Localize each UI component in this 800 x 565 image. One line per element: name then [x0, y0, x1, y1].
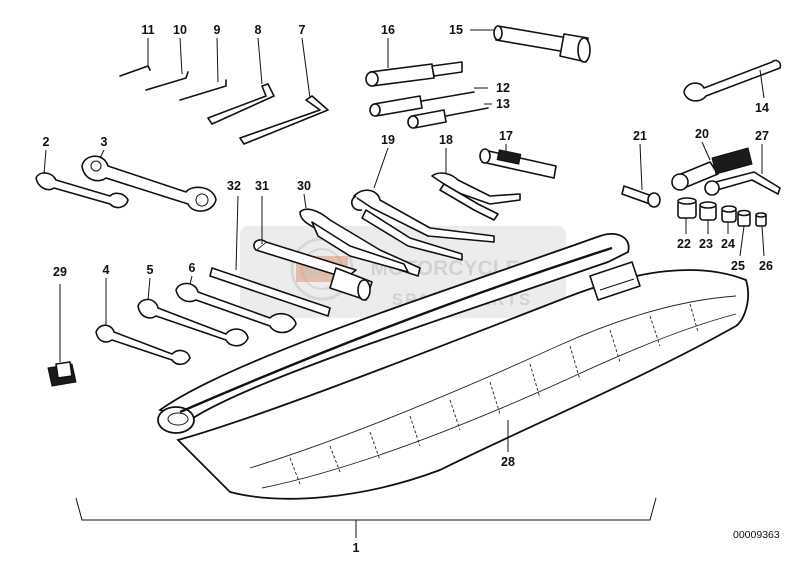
callout-31: 31	[255, 179, 269, 193]
callout-9: 9	[214, 23, 221, 37]
tool-roll	[157, 233, 749, 500]
callout-29: 29	[53, 265, 67, 279]
callout-21: 21	[633, 129, 647, 143]
wrench-2	[35, 149, 129, 209]
socket-25	[737, 209, 751, 257]
callout-5: 5	[147, 263, 154, 277]
callout-6: 6	[189, 261, 196, 275]
ratchet-20	[671, 141, 753, 191]
wrench-3	[81, 149, 217, 212]
pin-spanner-14	[683, 59, 782, 102]
callout-1: 1	[353, 541, 360, 555]
callout-25: 25	[731, 259, 745, 273]
hex-key-7	[239, 37, 329, 145]
callout-19: 19	[381, 133, 395, 147]
callout-3: 3	[101, 135, 108, 149]
socket-22	[677, 197, 697, 234]
assembly-bracket	[75, 497, 657, 538]
fuse-29	[47, 284, 77, 387]
callout-14: 14	[755, 101, 769, 115]
callout-8: 8	[255, 23, 262, 37]
callout-13: 13	[496, 97, 510, 111]
callout-27: 27	[755, 129, 769, 143]
image-code: 00009363	[733, 529, 780, 541]
callout-4: 4	[103, 263, 110, 277]
callout-15: 15	[449, 23, 463, 37]
hex-key-8	[207, 37, 275, 125]
pliers-30	[299, 193, 421, 277]
box-spanner-15	[470, 25, 591, 63]
callout-26: 26	[759, 259, 773, 273]
callout-17: 17	[499, 129, 513, 143]
wrench-4	[95, 278, 191, 366]
pliers-18	[431, 148, 521, 221]
callout-11: 11	[141, 23, 154, 37]
callout-12: 12	[496, 81, 510, 95]
screwdriver-13	[407, 103, 492, 129]
callout-30: 30	[297, 179, 311, 193]
hex-key-11	[119, 38, 151, 77]
callout-labels: 11 10 9 8 7 16 15 12 13 14 2 3 19 18 17 …	[43, 23, 773, 555]
callout-18: 18	[439, 133, 453, 147]
screwdriver-16	[365, 38, 463, 87]
callout-7: 7	[299, 23, 306, 37]
hex-key-10	[145, 37, 189, 91]
callout-28: 28	[501, 455, 515, 469]
callout-24: 24	[721, 237, 735, 251]
callout-23: 23	[699, 237, 713, 251]
socket-23	[699, 201, 717, 234]
socket-24	[721, 205, 737, 234]
callout-22: 22	[677, 237, 691, 251]
box-spanner-31	[253, 196, 373, 301]
callout-32: 32	[227, 179, 241, 193]
socket-26	[755, 212, 767, 257]
callout-20: 20	[695, 127, 709, 141]
callout-2: 2	[43, 135, 50, 149]
tester-17	[479, 144, 557, 179]
callout-16: 16	[381, 23, 395, 37]
extension-21	[621, 143, 661, 208]
tommy-bar-32	[209, 195, 331, 317]
hex-key-9	[179, 37, 227, 101]
wrench-5	[137, 277, 249, 347]
tommy-bar-27	[704, 144, 781, 196]
wrench-6	[175, 275, 297, 334]
water-pump-pliers-19	[350, 147, 495, 261]
screwdriver-12	[369, 87, 488, 117]
callout-10: 10	[173, 23, 187, 37]
